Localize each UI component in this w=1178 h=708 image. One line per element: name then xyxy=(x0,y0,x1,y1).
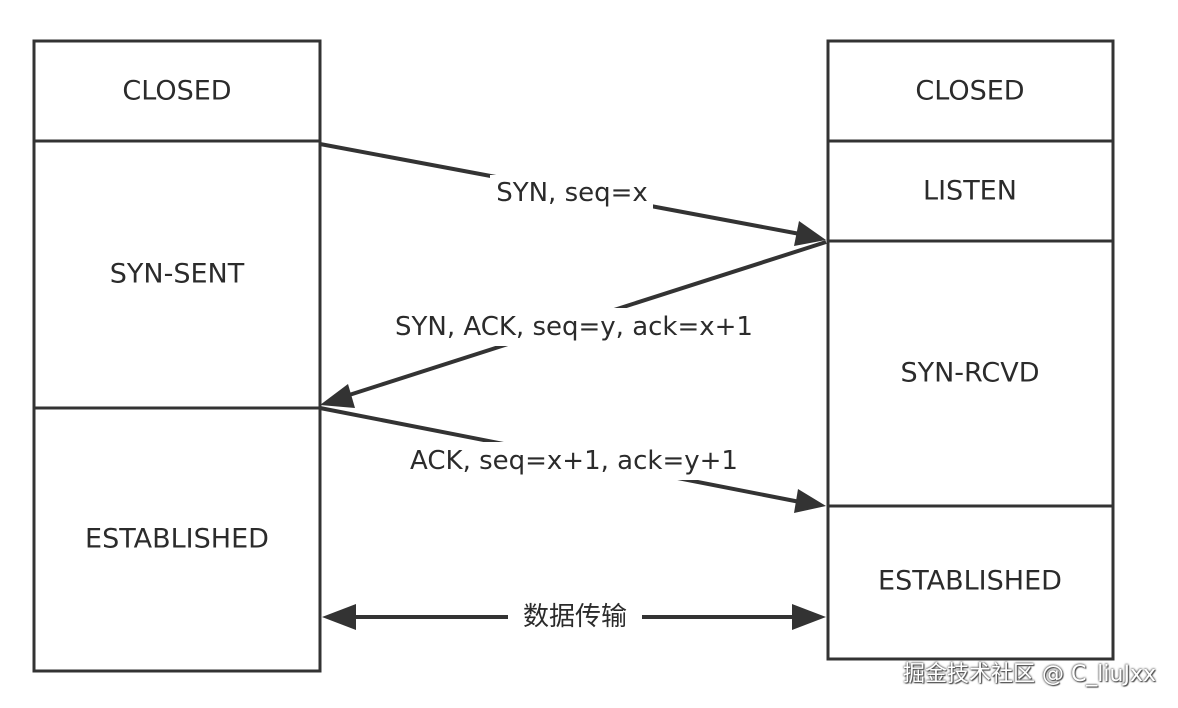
client-column: CLOSED SYN-SENT ESTABLISHED xyxy=(32,39,322,673)
ack-label-bg xyxy=(400,442,748,480)
client-box xyxy=(32,39,322,673)
server-state-established: ESTABLISHED xyxy=(878,566,1062,597)
server-state-syn-rcvd: SYN-RCVD xyxy=(900,358,1039,389)
syn-label-bg xyxy=(490,175,653,211)
ack-arrow-head xyxy=(794,489,826,513)
syn-message: SYN, seq=x xyxy=(319,142,826,246)
data-transfer-label-bg xyxy=(508,598,642,636)
client-state-established: ESTABLISHED xyxy=(85,524,269,555)
data-transfer-label: 数据传输 xyxy=(523,602,627,632)
syn-ack-label-bg xyxy=(386,308,762,346)
server-state-closed: CLOSED xyxy=(915,76,1024,107)
ack-message: ACK, seq=x+1, ack=y+1 xyxy=(319,406,826,513)
syn-ack-arrow-head xyxy=(320,384,355,408)
server-column: CLOSED LISTEN SYN-RCVD ESTABLISHED xyxy=(826,39,1115,661)
data-transfer-message: 数据传输 xyxy=(322,598,826,636)
server-state-listen: LISTEN xyxy=(923,176,1017,207)
data-transfer-arrow-head-right xyxy=(792,604,826,630)
syn-ack-message: SYN, ACK, seq=y, ack=x+1 xyxy=(320,240,827,408)
ack-label: ACK, seq=x+1, ack=y+1 xyxy=(410,446,738,476)
client-state-syn-sent: SYN-SENT xyxy=(110,259,245,290)
syn-arrow-head xyxy=(794,221,826,246)
client-state-closed: CLOSED xyxy=(122,76,231,107)
watermark: 掘金技术社区 @ C_liuJxx xyxy=(902,662,1156,687)
server-box xyxy=(826,39,1115,661)
syn-ack-label: SYN, ACK, seq=y, ack=x+1 xyxy=(395,312,753,342)
data-transfer-arrow-head-left xyxy=(322,604,356,630)
syn-label: SYN, seq=x xyxy=(496,178,648,208)
